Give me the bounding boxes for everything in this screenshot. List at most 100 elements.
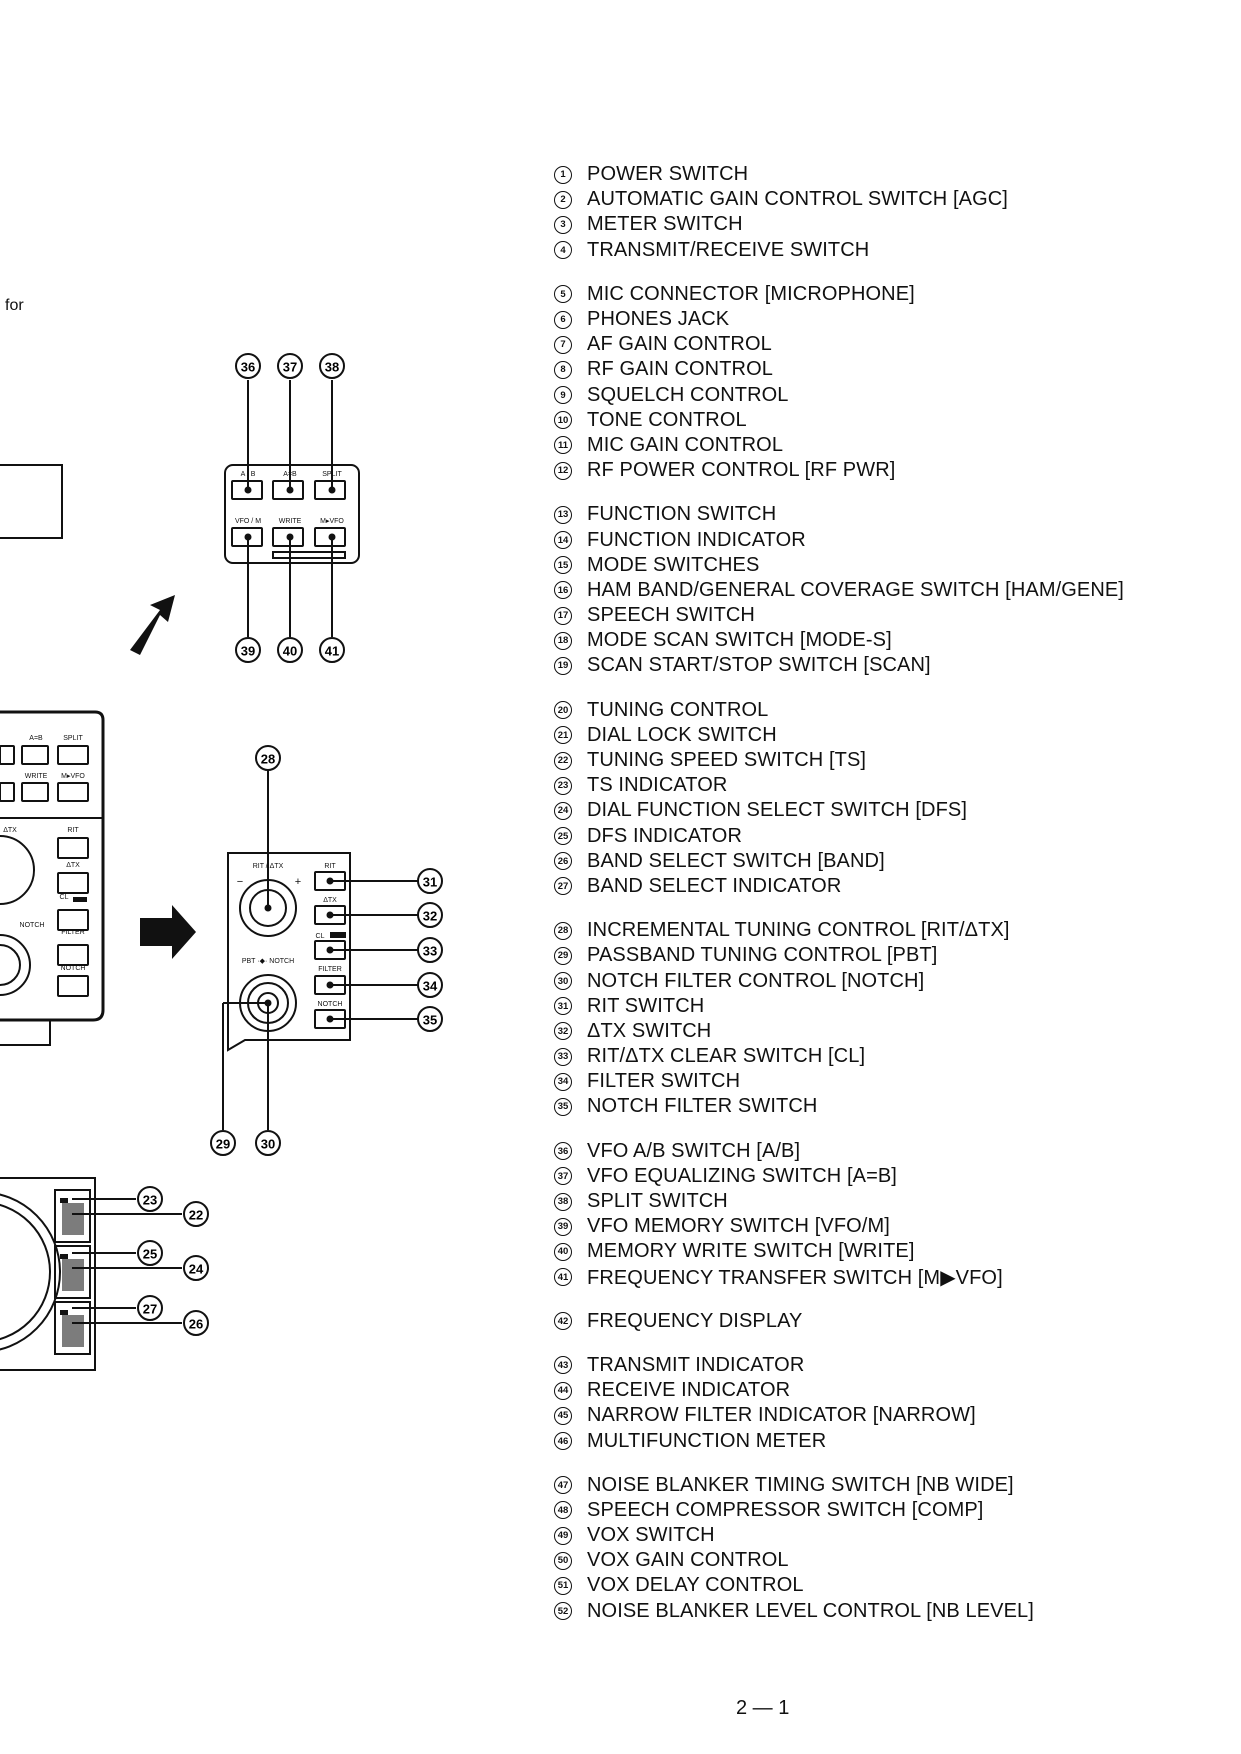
item-label: PHONES JACK [587, 308, 730, 331]
svg-text:39: 39 [241, 644, 255, 659]
item-number-badge: 3 [554, 215, 572, 234]
rit-label: − [237, 876, 243, 888]
item-label: TRANSMIT INDICATOR [587, 1353, 805, 1376]
page-number: 2 — 1 [736, 1697, 790, 1719]
item-label: BAND SELECT INDICATOR [587, 874, 842, 897]
svg-text:25: 25 [143, 1247, 157, 1262]
item-label: SCAN START/STOP SWITCH [SCAN] [587, 654, 931, 677]
svg-text:26: 26 [189, 1317, 203, 1332]
legend-item: 27 BAND SELECT INDICATOR [554, 874, 1214, 899]
item-number-badge: 35 [554, 1097, 572, 1116]
item-number-badge: 4 [554, 241, 572, 260]
svg-text:33: 33 [423, 944, 437, 959]
callout-34: 34 [417, 972, 443, 998]
svg-text:28: 28 [261, 752, 275, 767]
vfo-label: A=B [283, 471, 297, 478]
item-number-badge: 6 [554, 310, 572, 329]
item-number-badge: 43 [554, 1356, 572, 1375]
item-number-badge: 10 [554, 411, 572, 430]
item-label: FUNCTION SWITCH [587, 503, 777, 526]
callout-22: 22 [183, 1201, 209, 1227]
item-label: SPLIT SWITCH [587, 1190, 728, 1213]
item-label: VOX GAIN CONTROL [587, 1549, 789, 1572]
svg-text:38: 38 [325, 360, 339, 375]
item-number-badge: 9 [554, 386, 572, 405]
vfo-label: VFO / M [235, 518, 261, 525]
item-number-badge: 24 [554, 801, 572, 820]
item-label: NOISE BLANKER LEVEL CONTROL [NB LEVEL] [587, 1599, 1034, 1622]
legend-item: 47 NOISE BLANKER TIMING SWITCH [NB WIDE] [554, 1473, 1214, 1498]
item-label: VOX DELAY CONTROL [587, 1574, 804, 1597]
item-number-badge: 22 [554, 751, 572, 770]
item-number-badge: 37 [554, 1167, 572, 1186]
item-number-badge: 47 [554, 1476, 572, 1495]
legend-item: 43 TRANSMIT INDICATOR [554, 1353, 1214, 1378]
item-number-badge: 40 [554, 1242, 572, 1261]
callout-33: 33 [417, 937, 443, 963]
item-label: MODE SWITCHES [587, 553, 760, 576]
svg-text:32: 32 [423, 909, 437, 924]
callout-37: 37 [277, 353, 303, 379]
item-number-badge: 1 [554, 165, 572, 184]
item-label: NOISE BLANKER TIMING SWITCH [NB WIDE] [587, 1473, 1014, 1496]
item-number-badge: 45 [554, 1406, 572, 1425]
item-number-badge: 2 [554, 190, 572, 209]
item-label: FUNCTION INDICATOR [587, 528, 806, 551]
svg-text:23: 23 [143, 1193, 157, 1208]
item-number-badge: 14 [554, 531, 572, 550]
item-label: FREQUENCY TRANSFER SWITCH [M▶VFO] [587, 1266, 1003, 1289]
item-number-badge: 7 [554, 335, 572, 354]
vfo-label: WRITE [279, 518, 302, 525]
left-label: SPLIT [63, 735, 83, 742]
item-label: SQUELCH CONTROL [587, 383, 789, 406]
callout-25: 25 [137, 1240, 163, 1266]
left-label: CL [60, 894, 69, 901]
svg-text:41: 41 [325, 644, 339, 659]
item-number-badge: 36 [554, 1142, 572, 1161]
item-number-badge: 42 [554, 1312, 572, 1331]
callout-24: 24 [183, 1255, 209, 1281]
item-label: METER SWITCH [587, 213, 743, 236]
left-label: NOTCH [61, 965, 86, 972]
item-number-badge: 27 [554, 877, 572, 896]
item-number-badge: 18 [554, 631, 572, 650]
left-label: FILTER [61, 929, 85, 936]
item-number-badge: 5 [554, 285, 572, 304]
item-number-badge: 17 [554, 606, 572, 625]
legend-item: 3 METER SWITCH [554, 212, 1214, 237]
arrow-icon [130, 595, 175, 655]
item-number-badge: 41 [554, 1268, 572, 1287]
svg-text:34: 34 [423, 979, 438, 994]
rit-label: ΔTX [323, 897, 337, 904]
item-label: MEMORY WRITE SWITCH [WRITE] [587, 1240, 915, 1263]
item-number-badge: 48 [554, 1501, 572, 1520]
item-label: HAM BAND/GENERAL COVERAGE SWITCH [HAM/GE… [587, 578, 1124, 601]
svg-text:35: 35 [423, 1013, 437, 1028]
item-number-badge: 25 [554, 827, 572, 846]
rit-label: RIT [324, 863, 336, 870]
item-number-badge: 38 [554, 1192, 572, 1211]
item-number-badge: 15 [554, 556, 572, 575]
item-label: VOX SWITCH [587, 1524, 715, 1547]
item-number-badge: 31 [554, 997, 572, 1016]
svg-text:37: 37 [283, 360, 297, 375]
vfo-label: A / B [241, 471, 256, 478]
